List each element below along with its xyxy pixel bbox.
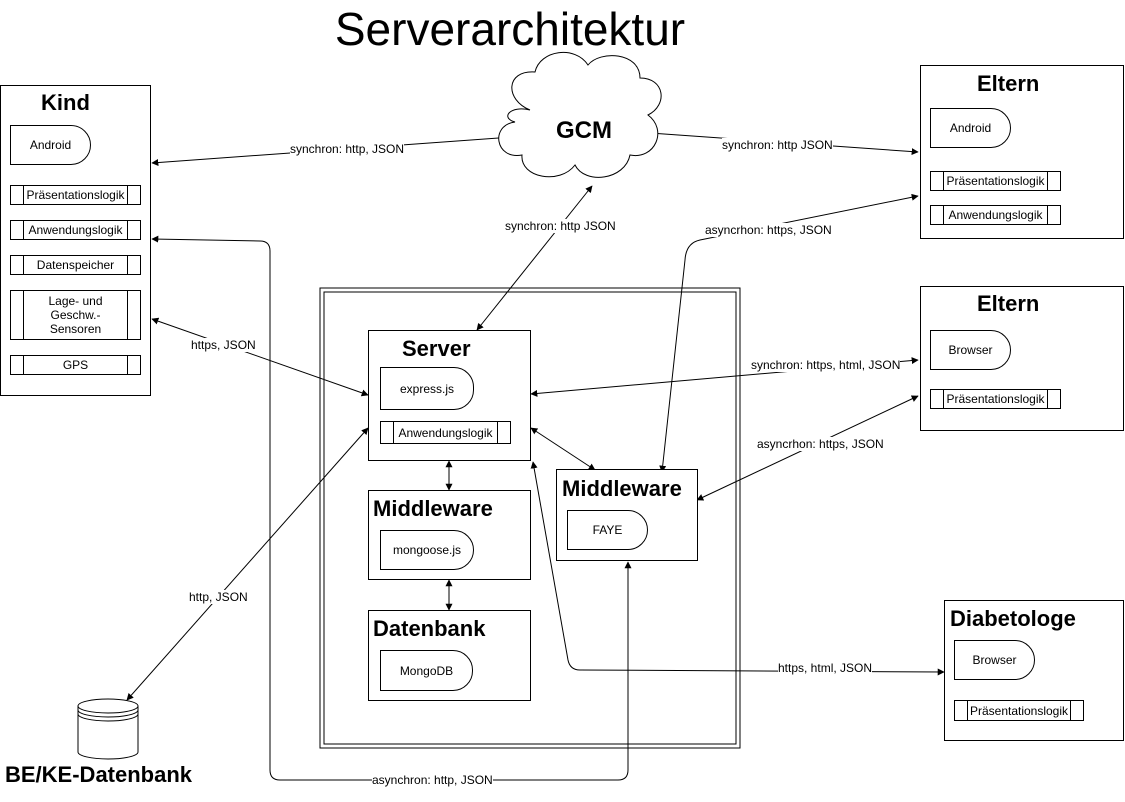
- eltern-android-praesentationslogik: Präsentationslogik: [930, 171, 1061, 191]
- edge-label-gcm-eltern: synchron: http JSON: [722, 138, 833, 152]
- server-express: express.js: [380, 367, 474, 410]
- edge-label-gcm-server: synchron: http JSON: [505, 219, 616, 233]
- edge-server-diabetologe: [530, 461, 945, 676]
- kind-anwendungslogik: Anwendungslogik: [10, 220, 141, 240]
- kind-sensoren: Lage- und Geschw.-Sensoren: [10, 290, 141, 340]
- middleware-mongoose: mongoose.js: [380, 530, 474, 570]
- edge-gcm-server: [476, 185, 593, 331]
- diabetologe-praesentationslogik: Präsentationslogik: [954, 700, 1084, 721]
- edge-db-server: [126, 427, 369, 701]
- diabetologe-browser: Browser: [954, 640, 1035, 680]
- server-anwendungslogik: Anwendungslogik: [380, 421, 511, 444]
- edge-label-db-server: http, JSON: [189, 590, 248, 604]
- middleware-faye: FAYE: [567, 510, 648, 550]
- gcm-cloud-shape: [498, 51, 662, 178]
- edge-label-server-eltern-browser: synchron: https, html, JSON: [751, 358, 901, 372]
- edge-label-server-diabetologe: https, html, JSON: [778, 661, 873, 675]
- eltern-android-anwendungslogik: Anwendungslogik: [930, 205, 1061, 225]
- edge-server-faye: [530, 427, 596, 471]
- kind-heading: Kind: [41, 90, 90, 115]
- gcm-label: GCM: [556, 117, 612, 144]
- eltern-browser-browser: Browser: [930, 330, 1011, 370]
- datenbank-mongodb: MongoDB: [380, 650, 473, 691]
- datenbank-heading: Datenbank: [373, 616, 486, 641]
- edge-label-faye-eltern-browser: asyncrhon: https, JSON: [757, 437, 884, 451]
- edge-label-kind-faye: asynchron: http, JSON: [372, 773, 493, 787]
- eltern-browser-praesentationslogik: Präsentationslogik: [930, 389, 1061, 409]
- edge-kind-server: [151, 317, 369, 397]
- edge-label-kind-gcm: synchron: http, JSON: [290, 142, 405, 156]
- eltern-android-android: Android: [930, 108, 1011, 148]
- kind-praesentationslogik: Präsentationslogik: [10, 185, 141, 205]
- edge-label-kind-server: https, JSON: [191, 338, 256, 352]
- middleware-faye-heading: Middleware: [562, 476, 682, 501]
- edge-kind-faye: [151, 235, 632, 781]
- middleware-db-heading: Middleware: [373, 496, 493, 521]
- kind-datenspeicher: Datenspeicher: [10, 255, 141, 275]
- edge-faye-eltern-android: [659, 193, 919, 473]
- be-ke-datenbank-label: BE/KE-Datenbank: [5, 762, 193, 787]
- eltern-browser-heading: Eltern: [977, 291, 1040, 316]
- server-heading: Server: [402, 336, 471, 361]
- kind-gps: GPS: [10, 355, 141, 375]
- be-ke-database-icon: [77, 698, 139, 760]
- kind-android: Android: [10, 125, 91, 165]
- edge-label-faye-eltern-android: asyncrhon: https, JSON: [705, 223, 832, 237]
- eltern-android-heading: Eltern: [977, 71, 1040, 96]
- diabetologe-heading: Diabetologe: [950, 606, 1076, 631]
- page-title: Serverarchitektur: [334, 3, 686, 55]
